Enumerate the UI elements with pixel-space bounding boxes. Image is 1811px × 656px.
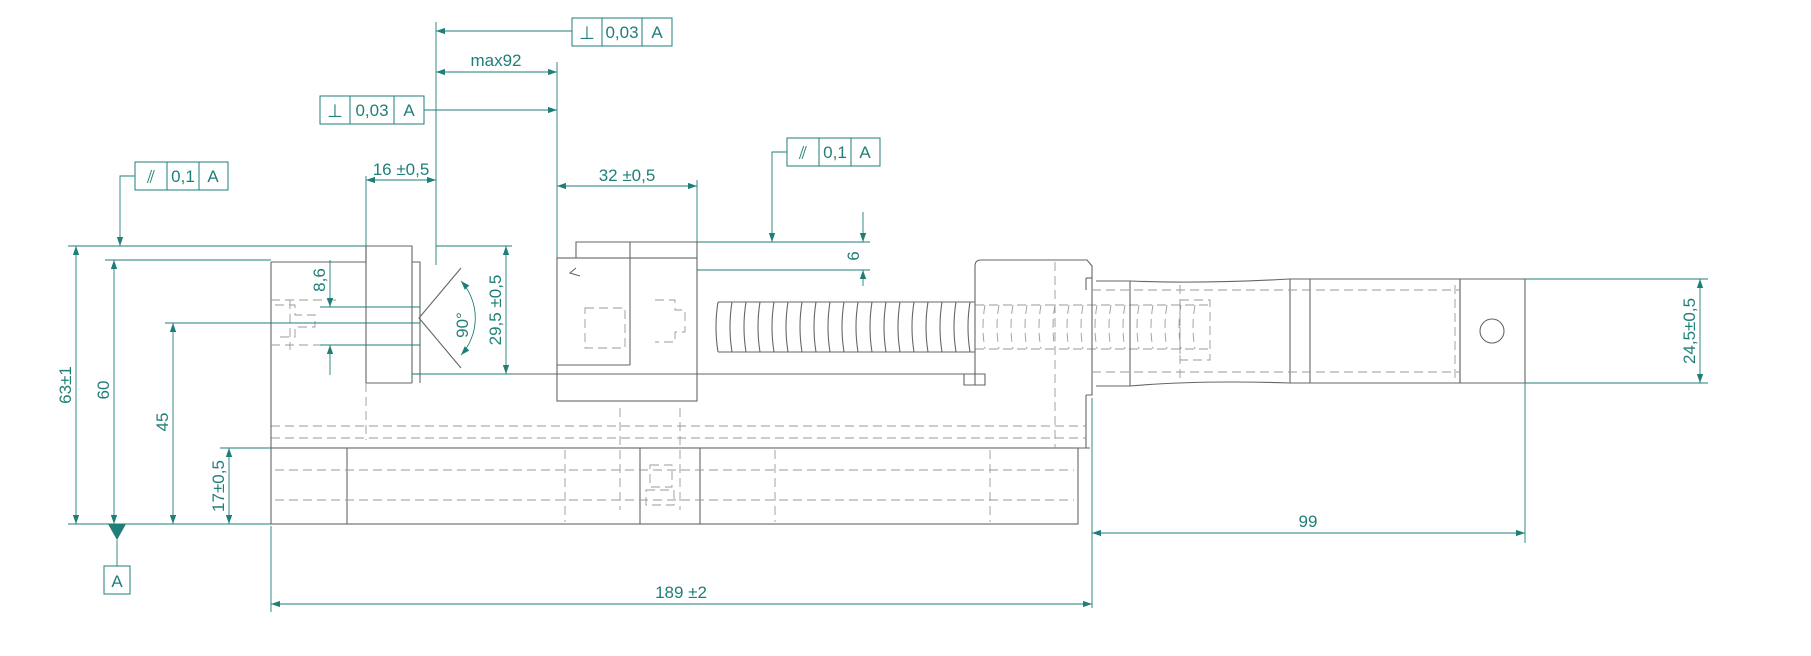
dim-6: 6 (844, 251, 863, 260)
dim-32: 32 ±0,5 (599, 166, 656, 185)
datum-label: A (111, 572, 123, 591)
vise-body (270, 241, 1526, 525)
dim-angle-90: 90° (453, 312, 472, 338)
perp-symbol-icon: ⊥ (327, 101, 343, 122)
parallel-symbol-icon: ⫽ (798, 143, 807, 164)
dim-45: 45 (153, 413, 172, 432)
fcf-value: 0,03 (605, 23, 638, 42)
fcf-parallel-left: ⫽ 0,1 A (134, 161, 229, 191)
dim-max92: max92 (470, 51, 521, 70)
movable-jaw (556, 257, 698, 402)
lead-screw (715, 301, 1210, 353)
fcf-datum: A (207, 167, 219, 186)
dim-24-5: 24,5±0,5 (1680, 298, 1699, 364)
dim-63: 63±1 (56, 366, 75, 404)
tolerance-frames: ⊥ 0,03 A ⊥ 0,03 A ⫽ 0,1 A (103, 17, 881, 595)
parallel-symbol-icon: ⫽ (146, 167, 155, 188)
fcf-value: 0,03 (355, 101, 388, 120)
fcf-value: 0,1 (823, 143, 847, 162)
base-block (270, 447, 1079, 525)
rear-block (974, 259, 1093, 396)
handle (1092, 278, 1526, 387)
dim-60: 60 (94, 381, 113, 400)
dimensions: max92 16 ±0,5 32 ±0,5 6 8,6 29,5 ±0,5 90… (56, 22, 1708, 612)
dim-99: 99 (1299, 512, 1318, 531)
dim-8-6: 8,6 (310, 268, 329, 292)
fcf-value: 0,1 (171, 167, 195, 186)
fcf-datum: A (651, 23, 663, 42)
datum-a: A (103, 524, 131, 595)
dim-16: 16 ±0,5 (373, 160, 430, 179)
fixed-jaw (271, 245, 986, 386)
fcf-parallel-right: ⫽ 0,1 A (786, 137, 881, 167)
fcf-datum: A (859, 143, 871, 162)
dim-189: 189 ±2 (655, 583, 707, 602)
fcf-perp-top: ⊥ 0,03 A (571, 17, 673, 47)
datum-triangle-icon (108, 524, 126, 540)
handle-hole (1479, 318, 1505, 344)
fcf-datum: A (403, 101, 415, 120)
dim-29-5: 29,5 ±0,5 (486, 275, 505, 346)
fcf-perp-mid: ⊥ 0,03 A (319, 95, 425, 125)
dim-17: 17±0,5 (209, 460, 228, 512)
perp-symbol-icon: ⊥ (579, 23, 595, 44)
